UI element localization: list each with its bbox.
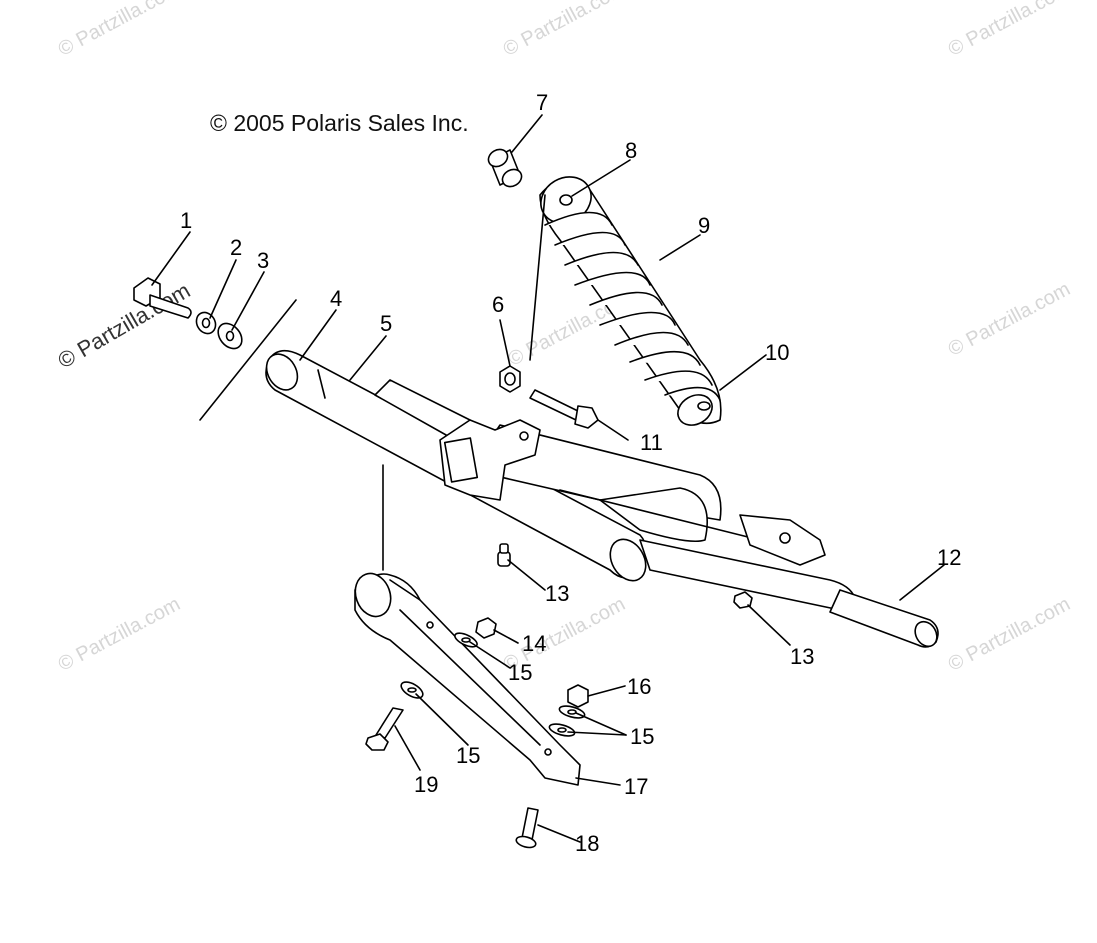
- copyright-notice: © 2005 Polaris Sales Inc.: [210, 110, 469, 136]
- bolt-part-19: [365, 707, 404, 751]
- callout-9: 9: [698, 213, 711, 238]
- nut-part-16: [567, 684, 589, 708]
- callout-15-right: 15: [630, 724, 655, 749]
- callout-17: 17: [624, 774, 649, 799]
- callout-1: 1: [180, 208, 193, 233]
- callout-16: 16: [627, 674, 652, 699]
- bushing-part-7: [487, 148, 523, 188]
- callout-4: 4: [330, 286, 343, 311]
- washer-part-15-right-b: [548, 723, 576, 737]
- pivot-bracket: [439, 419, 541, 501]
- callout-13-left: 13: [545, 581, 570, 606]
- bolt-part-18: [515, 807, 539, 849]
- callout-3: 3: [257, 248, 270, 273]
- tube-end-part-12: [829, 589, 939, 648]
- leader-lines: [151, 114, 945, 843]
- washer-part-15-left: [400, 681, 424, 699]
- callout-19: 19: [414, 772, 439, 797]
- callout-15-upper: 15: [508, 660, 533, 685]
- callout-10: 10: [765, 340, 790, 365]
- washer-part-2: [195, 311, 217, 335]
- callout-6: 6: [492, 292, 505, 317]
- callout-7: 7: [536, 90, 549, 115]
- washer-part-15-right-a: [558, 705, 586, 719]
- callout-2: 2: [230, 235, 243, 260]
- bolt-part-1: [133, 277, 192, 319]
- callout-11: 11: [640, 430, 663, 455]
- callout-18: 18: [575, 831, 600, 856]
- steering-lever-part-17: [354, 572, 581, 786]
- callout-8: 8: [625, 138, 638, 163]
- callout-12: 12: [937, 545, 962, 570]
- bolt-part-11: [529, 389, 599, 429]
- washer-part-3: [217, 322, 243, 350]
- separator-line: [199, 299, 297, 421]
- nut-part-6: [499, 365, 521, 393]
- callout-14: 14: [522, 631, 547, 656]
- grease-fitting-part-13-left: [497, 543, 511, 567]
- callout-15-lower: 15: [456, 743, 481, 768]
- callout-13-right: 13: [790, 644, 815, 669]
- callout-5: 5: [380, 311, 393, 336]
- shock-absorber-part-9: [539, 176, 722, 426]
- nut-part-14: [475, 617, 497, 639]
